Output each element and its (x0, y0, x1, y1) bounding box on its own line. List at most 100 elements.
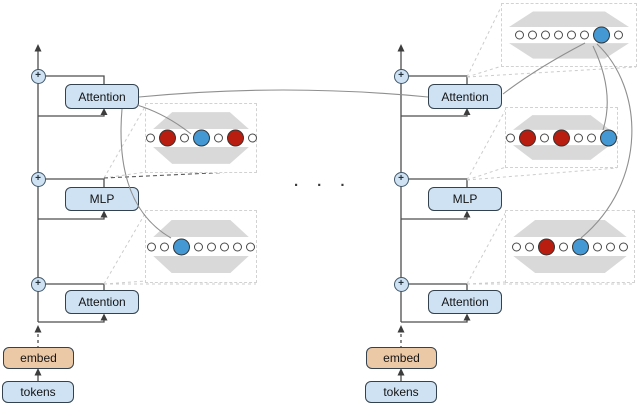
attention-bottom-input-line (401, 320, 468, 323)
hexagon-bottom-shape (509, 43, 629, 59)
residual-add-node: + (30, 171, 46, 187)
hexagon-bottom-shape (153, 146, 249, 164)
feature-dot-small (213, 133, 223, 143)
feature-dot-small (207, 242, 216, 251)
residual-add-node: + (30, 68, 46, 84)
dashed-callout-line (466, 66, 637, 78)
feature-dot-red (226, 129, 244, 147)
attention-block: Attention (428, 84, 502, 109)
arrowhead-icon (34, 325, 42, 333)
hexagon-top-shape (513, 219, 627, 238)
arrowhead-icon (34, 368, 42, 376)
attention-bottom-input-line (38, 320, 105, 323)
feature-dot-small (512, 242, 521, 251)
residual-add-node: + (393, 171, 409, 187)
arrowhead-icon (100, 108, 108, 115)
dashed-callout-line (466, 211, 507, 285)
hexagon-top-shape (509, 11, 629, 27)
arrowhead-icon (463, 313, 471, 321)
feature-dot-small (145, 133, 155, 143)
arrowhead-icon (397, 325, 405, 333)
residual-add-node: + (393, 68, 409, 84)
feature-dot-blue (572, 238, 589, 255)
feature-dot-small (559, 242, 568, 251)
feature-dot-small (179, 133, 189, 143)
attribution-curve (120, 108, 172, 239)
feature-dot-small (525, 242, 534, 251)
feature-dots-row (145, 129, 257, 147)
mlp-input-line (38, 217, 105, 220)
feature-box-left-lower (145, 210, 257, 283)
residual-add-node: + (393, 276, 409, 292)
attention-block: Attention (428, 290, 502, 314)
attribution-curve (592, 45, 608, 131)
hexagon-bottom-shape (513, 145, 610, 160)
dashed-callout-line (466, 108, 507, 181)
dashed-callout-line (466, 4, 503, 78)
feature-dot-blue (192, 129, 210, 147)
feature-dot-small (540, 133, 549, 142)
feature-dots-row (506, 129, 617, 146)
ellipsis-separator: · · · (294, 177, 353, 194)
feature-dot-small (515, 30, 524, 40)
arrowhead-icon (463, 210, 471, 218)
feature-dot-small (506, 133, 515, 142)
attribution-curve-attention-to-attention (138, 89, 429, 98)
feature-box-right-middle (505, 107, 618, 168)
arrowhead-icon (463, 108, 471, 115)
arrowhead-icon (100, 313, 108, 321)
feature-dot-small (541, 30, 550, 40)
feature-dot-blue (600, 129, 617, 146)
hexagon-top-shape (513, 115, 610, 130)
arrowhead-icon (34, 44, 42, 52)
attribution-curve (580, 43, 633, 239)
feature-dot-small (567, 30, 576, 40)
hexagon-top-shape (153, 112, 249, 130)
dashed-callout-line (103, 104, 147, 179)
left-stack-arrowheads (34, 44, 108, 376)
feature-dots-row (509, 238, 631, 255)
feature-dot-small (528, 30, 537, 40)
callout-projection-lines (103, 4, 637, 285)
feature-dot-small (593, 242, 602, 251)
embed-block: embed (366, 347, 437, 369)
attention-top-output-line (45, 75, 105, 84)
dashed-callout-line (466, 65, 503, 78)
attribution-curve (502, 42, 586, 95)
feature-dot-small (554, 30, 563, 40)
feature-dots-row (505, 26, 633, 44)
feature-dot-small (246, 242, 255, 251)
feature-box-left-middle (145, 103, 257, 173)
dashed-callout-line (466, 167, 618, 181)
hexagon-bottom-shape (153, 255, 249, 274)
feature-dot-small (580, 30, 589, 40)
feature-dot-small (574, 133, 583, 142)
feature-dot-small (233, 242, 242, 251)
attention-block: Attention (65, 84, 139, 109)
feature-dot-small (614, 30, 623, 40)
feature-dot-red (519, 129, 536, 146)
feature-dots-row (147, 238, 255, 255)
feature-dot-small (147, 242, 156, 251)
feature-dot-small (247, 133, 257, 143)
feature-dot-small (619, 242, 628, 251)
mlp-block: MLP (428, 187, 502, 211)
hexagon-top-shape (153, 219, 249, 238)
attention-block: Attention (65, 290, 139, 314)
feature-dot-red (158, 129, 176, 147)
feature-dot-blue (173, 238, 190, 255)
hexagon-bottom-shape (513, 255, 627, 274)
feature-dot-small (194, 242, 203, 251)
feature-dot-small (220, 242, 229, 251)
dashed-callout-line (103, 171, 147, 179)
arrowhead-icon (397, 44, 405, 52)
feature-box-right-lower (505, 210, 635, 283)
feature-box-right-top (501, 3, 637, 67)
tokens-block: tokens (2, 381, 74, 403)
arrowhead-icon (100, 210, 108, 218)
embed-block: embed (3, 347, 74, 369)
tokens-block: tokens (365, 381, 437, 403)
dashed-callout-line (103, 211, 147, 285)
